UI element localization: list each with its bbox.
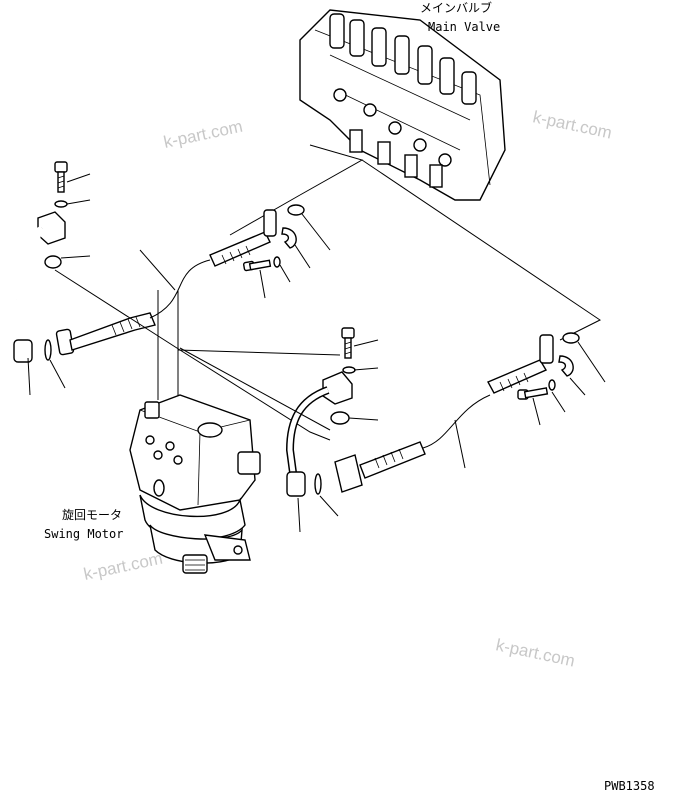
watermark: k-part.com xyxy=(531,107,613,142)
watermark: k-part.com xyxy=(162,117,244,152)
swing-motor-label-jp: 旋回モータ xyxy=(62,508,122,522)
watermark: k-part.com xyxy=(494,635,576,670)
left-leaders xyxy=(27,173,341,441)
left-pipe-assembly xyxy=(13,161,305,363)
watermark: k-part.com xyxy=(82,549,164,584)
swing-motor-assembly xyxy=(129,394,261,574)
right-pipe-assembly xyxy=(285,327,580,497)
right-leaders xyxy=(179,339,606,533)
main-valve-label-jp: メインバルブ xyxy=(420,0,492,15)
main-valve-label-en: Main Valve xyxy=(428,20,500,34)
drawing-number: PWB1358 xyxy=(604,779,655,793)
swing-motor-label-en: Swing Motor xyxy=(44,527,123,541)
main-valve-assembly xyxy=(299,9,506,201)
